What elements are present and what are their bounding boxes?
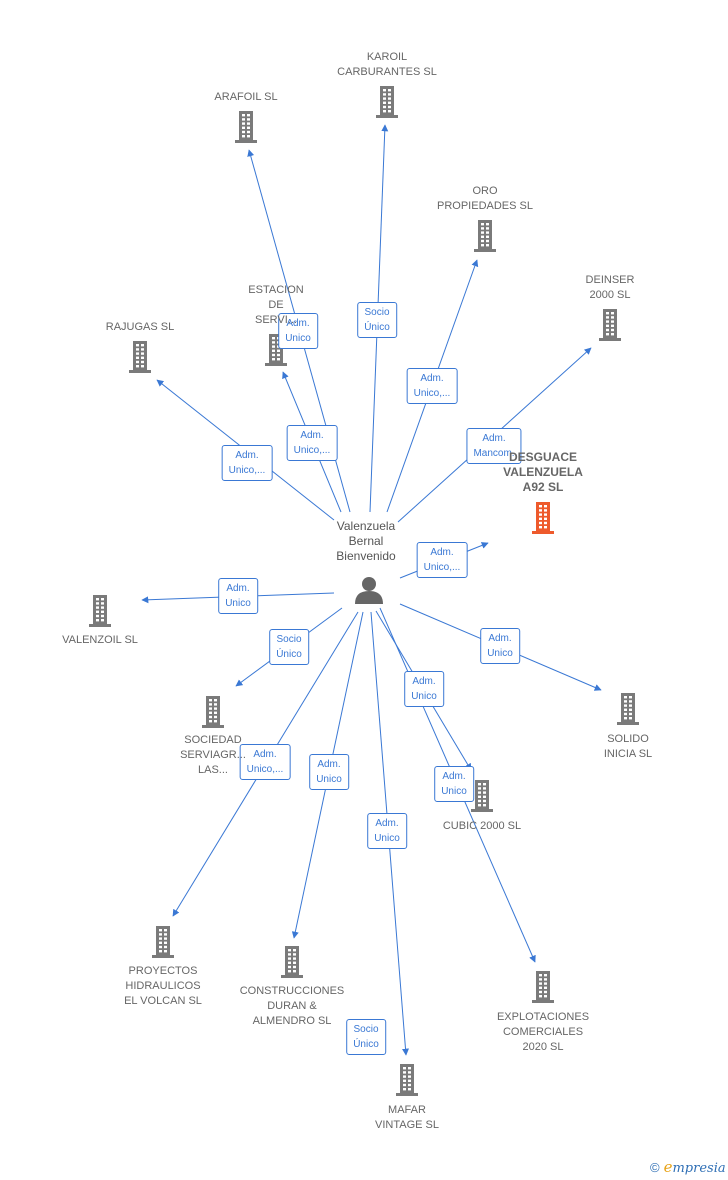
company-label-mafar[interactable]: MAFAR VINTAGE SL: [375, 1104, 439, 1131]
copyright-symbol: ©: [650, 1160, 660, 1175]
person-icon[interactable]: [355, 577, 383, 604]
role-label-mafar[interactable]: Adm. Unico: [367, 813, 407, 849]
role-label-explotaciones[interactable]: Adm. Unico: [434, 766, 474, 802]
company-label-rajugas[interactable]: RAJUGAS SL: [105, 321, 175, 333]
company-label-valenzoil[interactable]: VALENZOIL SL: [62, 634, 138, 646]
role-label-proyectos[interactable]: Adm. Unico,...: [239, 744, 291, 780]
company-label-estacion[interactable]: ESTACION DE SERVI...: [248, 284, 304, 326]
building-icon-sociedad[interactable]: [202, 696, 224, 728]
company-label-arafoil[interactable]: ARAFOIL SL: [214, 91, 278, 103]
company-label-proyectos[interactable]: PROYECTOS HIDRAULICOS EL VOLCAN SL: [124, 965, 202, 1007]
brand-first-letter: e: [663, 1158, 673, 1176]
building-icon-oro[interactable]: [474, 220, 496, 252]
role-label-cubic[interactable]: Adm. Unico: [404, 671, 444, 707]
company-label-sociedad[interactable]: SOCIEDAD SERVIAGR... LAS...: [180, 734, 246, 776]
company-label-deinser[interactable]: DEINSER 2000 SL: [585, 274, 635, 301]
building-icon-desguace[interactable]: [532, 502, 554, 534]
building-icon-explotaciones[interactable]: [532, 971, 554, 1003]
brand-name: mpresia: [672, 1161, 726, 1176]
building-icon-valenzoil[interactable]: [89, 595, 111, 627]
company-label-karoil[interactable]: KAROIL CARBURANTES SL: [337, 51, 437, 78]
building-icon-cubic[interactable]: [471, 780, 493, 812]
building-icon-deinser[interactable]: [599, 309, 621, 341]
empresia-logo[interactable]: ©empresia: [650, 1158, 726, 1176]
role-label-karoil[interactable]: Socio Único: [357, 302, 397, 338]
role-label-mafar[interactable]: Socio Único: [346, 1019, 386, 1055]
role-label-deinser[interactable]: Adm. Mancom.: [466, 428, 522, 464]
building-icon-karoil[interactable]: [376, 86, 398, 118]
company-label-solido[interactable]: SOLIDO INICIA SL: [603, 733, 653, 760]
role-label-arafoil[interactable]: Adm. Unico: [278, 313, 318, 349]
role-label-solido[interactable]: Adm. Unico: [480, 628, 520, 664]
building-icon-solido[interactable]: [617, 693, 639, 725]
company-label-oro[interactable]: ORO PROPIEDADES SL: [437, 185, 533, 212]
company-label-cubic[interactable]: CUBIC 2000 SL: [442, 820, 522, 832]
company-label-construcciones[interactable]: CONSTRUCCIONES DURAN & ALMENDRO SL: [239, 985, 345, 1027]
company-label-desguace[interactable]: DESGUACE VALENZUELA A92 SL: [503, 450, 583, 494]
role-label-estacion[interactable]: Adm. Unico,...: [286, 425, 338, 461]
role-label-sociedad[interactable]: Socio Único: [269, 629, 309, 665]
company-label-explotaciones[interactable]: EXPLOTACIONES COMERCIALES 2020 SL: [496, 1011, 590, 1053]
person-name-label[interactable]: Valenzuela Bernal Bienvenido: [336, 519, 396, 563]
role-label-desguace[interactable]: Adm. Unico,...: [416, 542, 468, 578]
role-label-construcciones[interactable]: Adm. Unico: [309, 754, 349, 790]
building-icon-construcciones[interactable]: [281, 946, 303, 978]
building-icon-proyectos[interactable]: [152, 926, 174, 958]
building-icon-arafoil[interactable]: [235, 111, 257, 143]
building-icon-rajugas[interactable]: [129, 341, 151, 373]
role-label-oro[interactable]: Adm. Unico,...: [406, 368, 458, 404]
role-label-rajugas[interactable]: Adm. Unico,...: [221, 445, 273, 481]
role-label-valenzoil[interactable]: Adm. Unico: [218, 578, 258, 614]
building-icon-mafar[interactable]: [396, 1064, 418, 1096]
